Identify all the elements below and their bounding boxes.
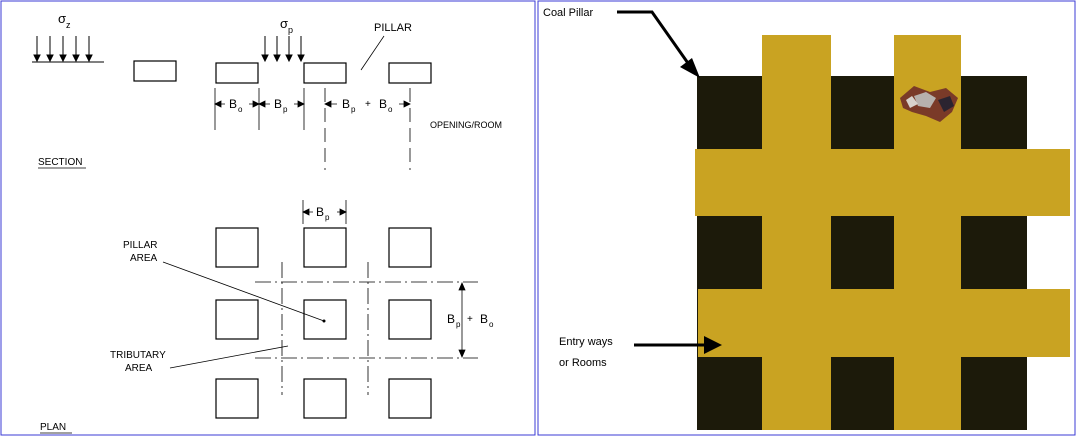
plan-pillars: [215, 227, 432, 419]
dim-bp-bo-bg: [337, 94, 399, 112]
opening-room-label: OPENING/ROOM: [430, 120, 502, 130]
plan-dim-bp-main: B: [316, 205, 324, 219]
plan-pillar: [388, 378, 432, 419]
left-panel: σ z σ p PILLAR: [0, 0, 536, 436]
plan-pillar: [388, 299, 432, 340]
plan-dim-bp-bo-a-sub: p: [456, 320, 461, 329]
plan-dim-bp-bo-b-sub: o: [489, 320, 494, 329]
pillar-area-line2: AREA: [130, 253, 158, 264]
room-horizontal-top: [695, 149, 1070, 216]
plan-label: PLAN: [40, 422, 66, 433]
room-horizontal-bottom: [698, 289, 1070, 357]
plan-pillar: [303, 299, 347, 340]
coal-pillar-arrow: [617, 10, 700, 78]
plan-pillar: [303, 227, 347, 268]
section-pillar: [215, 62, 259, 84]
dim-bp-main: B: [274, 97, 282, 111]
dim-bp-bo-b: B: [379, 97, 387, 111]
dim-bo-sub: o: [238, 105, 243, 114]
plan-side-dimension: [458, 281, 466, 359]
section-pillar: [133, 60, 177, 82]
plan-pillar: [303, 378, 347, 419]
plan-pillar: [215, 378, 259, 419]
dim-bp-bo-plus: +: [365, 99, 371, 110]
section-pillars: [133, 60, 432, 84]
sigma-z-symbol: σ: [58, 11, 66, 26]
pillar-area-leader: [162, 261, 325, 322]
right-panel: Coal Pillar Entry ways or Rooms: [537, 0, 1076, 436]
sigma-p-load: [261, 36, 305, 63]
plan-dim-bp-bo-plus: +: [467, 314, 473, 325]
section-pillar: [303, 62, 347, 84]
tributary-area-line2: AREA: [125, 363, 153, 374]
dim-bp-sub: p: [283, 105, 288, 114]
plan-pillar: [215, 227, 259, 268]
pillar-area-line1: PILLAR: [123, 240, 157, 251]
dim-bp-bg: [270, 94, 294, 112]
coal-pillars: [697, 76, 1027, 430]
section-label: SECTION: [38, 157, 82, 168]
dim-bp-bo-a: B: [342, 97, 350, 111]
tributary-area-lines: [255, 262, 478, 395]
sigma-p-symbol: σ: [280, 16, 288, 31]
entry-ways-line1: Entry ways: [559, 336, 613, 348]
pillar-area-dot: [322, 319, 326, 323]
coal-pillar-field: [697, 76, 1027, 430]
rock-debris-image: [900, 86, 958, 122]
pillar-leader-line: [360, 35, 385, 71]
dim-bp-bo-b-sub: o: [388, 105, 393, 114]
sigma-z-subscript: z: [66, 20, 71, 30]
sigma-p-subscript: p: [288, 25, 293, 35]
pillar-label: PILLAR: [374, 22, 412, 34]
room-vertical-left: [762, 35, 831, 430]
entry-ways-line2: or Rooms: [559, 357, 607, 369]
sigma-z-load: [32, 36, 104, 63]
left-panel-border: [0, 0, 536, 436]
dim-bp-bo-a-sub: p: [351, 105, 356, 114]
dim-bo-main: B: [229, 97, 237, 111]
plan-pillar: [215, 299, 259, 340]
entry-ways-arrow: [634, 336, 722, 354]
plan-dim-bp-bo-a: B: [447, 312, 455, 326]
plan-dim-bp-bg: [313, 202, 337, 220]
plan-dim-bp-bo-b: B: [480, 312, 488, 326]
coal-pillar-label: Coal Pillar: [543, 7, 593, 19]
dim-bo-bg: [225, 94, 249, 112]
tributary-area-line1: TRIBUTARY: [110, 350, 166, 361]
plan-pillar: [388, 227, 432, 268]
tributary-area-leader: [169, 345, 289, 369]
section-pillar: [388, 62, 432, 84]
plan-dim-bp-sub: p: [325, 213, 330, 222]
